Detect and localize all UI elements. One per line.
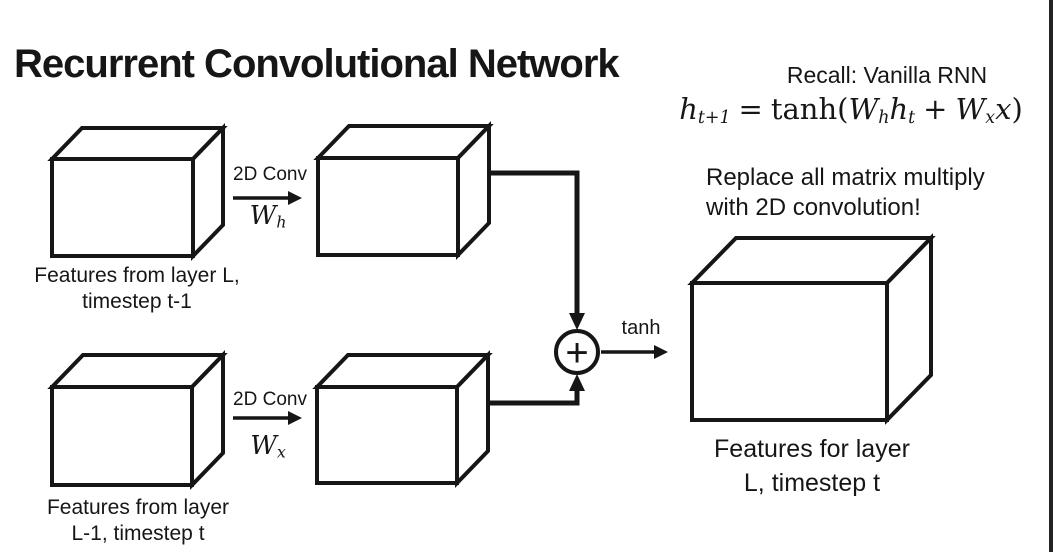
recall-heading: Recall: Vanilla RNN — [786, 62, 988, 88]
eq-Wh-sub: h — [878, 107, 890, 128]
replace-note-line2: with 2D convolution! — [706, 194, 921, 222]
eq-close: ) — [1011, 92, 1023, 126]
arrowhead-right-icon — [654, 345, 668, 359]
slide-title: Recurrent Convolutional Network — [14, 42, 620, 86]
tanh-arrow — [601, 345, 668, 359]
input-label-top-line2: timestep t-1 — [82, 290, 192, 314]
wx-base: W — [250, 431, 277, 461]
box-front-face — [690, 281, 889, 422]
box-front-face — [315, 385, 459, 485]
input-box-layerL-t1 — [47, 123, 228, 261]
weight-label-wx: Wx — [238, 431, 298, 461]
eq-h: h — [679, 92, 698, 126]
conv-label-bottom: 2D Conv — [233, 389, 307, 410]
replace-note: Replace all matrix multiply with 2D conv… — [706, 163, 985, 224]
replace-note-line1: Replace all matrix multiply — [706, 164, 985, 191]
eq-equals: = — [738, 92, 763, 126]
eq-ht: h — [889, 92, 909, 126]
output-label: Features for layer L, timestep t — [692, 433, 932, 500]
eq-x: x — [995, 92, 1012, 126]
output-box-layerL-t — [687, 233, 936, 425]
conv-label-top: 2D Conv — [233, 164, 307, 185]
arrowhead-right-icon — [288, 411, 302, 425]
box-front-face — [50, 157, 195, 258]
connector-top — [490, 170, 585, 330]
plus-icon: + — [565, 331, 588, 375]
wh-base: W — [249, 201, 277, 231]
hidden-box-bottom — [312, 350, 493, 488]
input-label-bottom-line2: L-1, timestep t — [71, 522, 205, 546]
eq-Wx-sub: x — [985, 107, 996, 128]
eq-plus: + — [923, 92, 948, 126]
eq-h-sub: t+1 — [697, 107, 731, 128]
input-label-top: Features from layer L, timestep t-1 — [17, 263, 257, 316]
arrowhead-up-icon — [569, 374, 585, 391]
box-front-face — [316, 156, 460, 257]
eq-Wx: W — [955, 92, 986, 126]
arrowhead-down-icon — [569, 313, 585, 330]
conv-arrow-top — [233, 191, 302, 205]
output-label-line1: Features for layer — [714, 435, 910, 463]
connector-top-wire — [490, 170, 580, 316]
rnn-equation: ht+1=tanh(Whht+Wxx) — [676, 92, 1026, 128]
eq-ht-sub: t — [908, 107, 916, 128]
sum-circle — [554, 329, 600, 375]
slide-frame-border — [1049, 0, 1053, 552]
eq-func: tanh( — [770, 92, 849, 126]
wx-sub: x — [276, 443, 286, 462]
connector-bottom — [490, 374, 585, 406]
wh-sub: h — [276, 213, 287, 232]
sum-node: + — [554, 329, 600, 375]
input-label-top-line1: Features from layer L, — [34, 264, 240, 287]
weight-label-wh: Wh — [238, 201, 298, 231]
input-label-bottom-line1: Features from layer — [46, 496, 230, 519]
conv-arrow-bottom — [233, 411, 302, 425]
output-label-line2: L, timestep t — [743, 468, 881, 497]
input-box-layerL1-t — [47, 350, 228, 490]
hidden-box-top — [313, 121, 494, 260]
box-front-face — [50, 385, 194, 487]
arrowhead-right-icon — [288, 191, 302, 205]
tanh-label: tanh — [621, 317, 661, 339]
connector-bottom-wire — [490, 388, 580, 406]
input-label-bottom: Features from layer L-1, timestep t — [18, 495, 258, 548]
eq-Wh: W — [848, 92, 879, 126]
